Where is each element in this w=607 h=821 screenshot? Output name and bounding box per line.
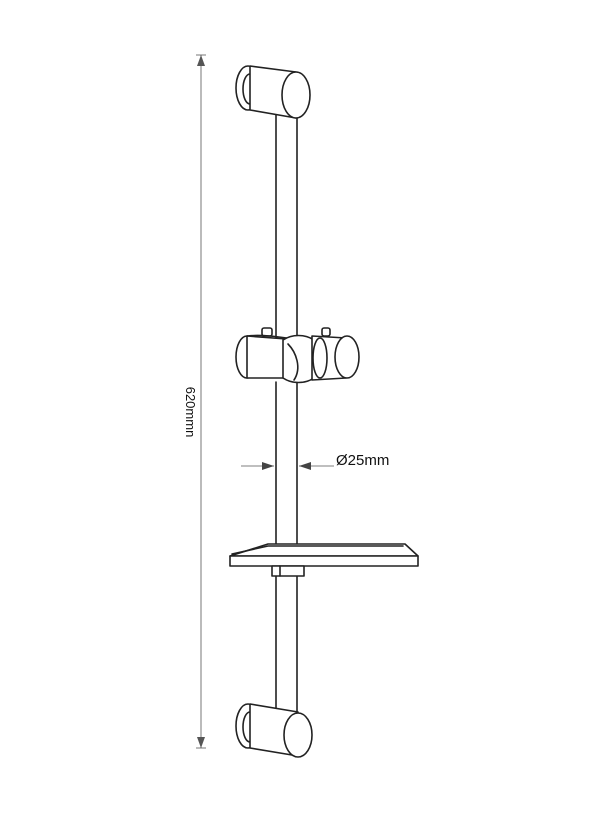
height-dimension-label: 620mmn [183, 387, 198, 438]
diameter-dimension [241, 462, 334, 470]
rail-pipe [275, 109, 298, 713]
slider-holder [235, 327, 360, 384]
height-dimension [196, 54, 206, 749]
diameter-dimension-label: Ø25mm [336, 452, 389, 469]
soap-dish [229, 543, 419, 577]
top-wall-bracket [235, 65, 311, 119]
bottom-wall-bracket [235, 703, 313, 758]
